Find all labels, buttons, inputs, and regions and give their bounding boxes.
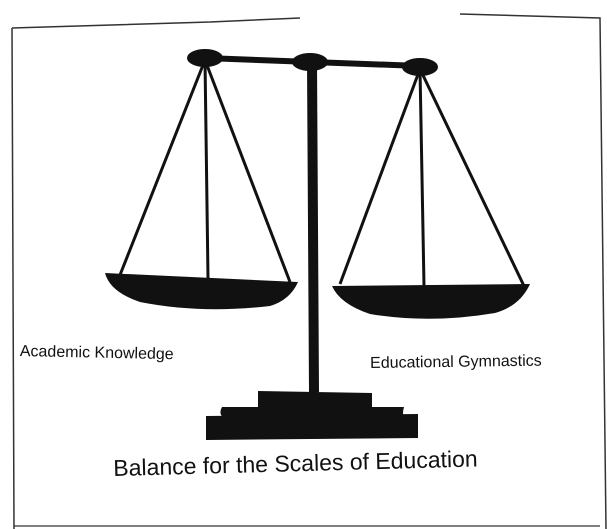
- left-string-outer: [118, 59, 207, 276]
- right-string-outer: [338, 68, 422, 285]
- left-pan: [105, 273, 298, 310]
- center-pivot: [292, 53, 328, 71]
- right-string-center: [418, 68, 426, 287]
- left-string-center: [203, 59, 210, 279]
- scale-post: [307, 61, 319, 393]
- right-pan-label: Educational Gymnastics: [370, 352, 542, 372]
- left-string-inner: [203, 59, 292, 283]
- right-pivot: [402, 58, 438, 76]
- scale-base-top: [258, 391, 372, 408]
- right-pan: [332, 284, 530, 319]
- left-pan-label: Academic Knowledge: [19, 343, 174, 364]
- scale-base-bottom: [206, 414, 418, 440]
- frame-border: [11, 13, 607, 529]
- left-pivot: [187, 49, 223, 67]
- right-string-inner: [418, 68, 526, 287]
